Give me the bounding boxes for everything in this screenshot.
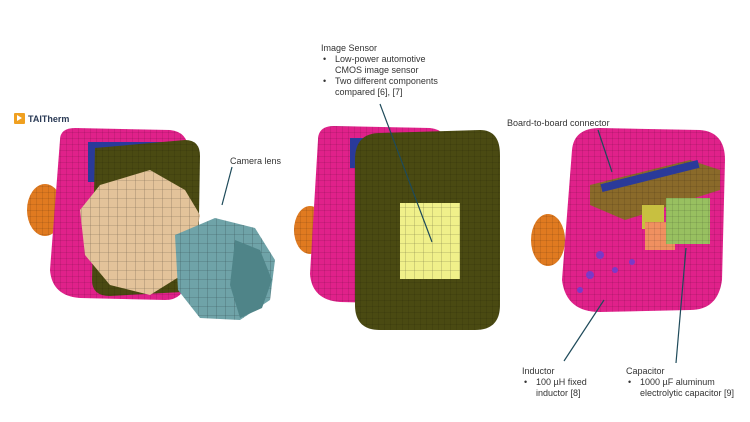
camera-model-image-sensor bbox=[294, 126, 500, 330]
board-connector-label: Board-to-board connector bbox=[507, 118, 610, 128]
capacitor-bullet: 1000 µF aluminum electrolytic capacitor … bbox=[626, 377, 750, 399]
capacitor-leader-line bbox=[675, 247, 687, 364]
camera-lens-leader-line bbox=[221, 166, 233, 206]
camera-lens-label: Camera lens bbox=[230, 156, 282, 166]
taitherm-logo-icon bbox=[14, 113, 25, 124]
connector-leader-line bbox=[597, 129, 613, 173]
inductor-bullet: 100 µH fixed inductor [8] bbox=[522, 377, 604, 399]
capacitor-title: Capacitor bbox=[626, 366, 665, 376]
inductor-title: Inductor bbox=[522, 366, 555, 376]
capacitor-label: Capacitor 1000 µF aluminum electrolytic … bbox=[626, 366, 750, 399]
image-sensor-bullet: Two different components compared [6], [… bbox=[321, 76, 460, 98]
image-sensor-leader-line bbox=[379, 103, 433, 243]
camera-model-pcb-components bbox=[531, 128, 725, 312]
image-sensor-label: Image Sensor Low-power automotive CMOS i… bbox=[321, 43, 481, 98]
logo-text: TAITherm bbox=[28, 113, 70, 124]
image-sensor-title: Image Sensor bbox=[321, 43, 378, 53]
inductor-label: Inductor 100 µH fixed inductor [8] bbox=[522, 366, 622, 399]
inductor-leader-line bbox=[563, 299, 605, 362]
image-sensor-bullet: Low-power automotive CMOS image sensor bbox=[321, 54, 445, 76]
taitherm-logo: TAITherm bbox=[14, 113, 69, 124]
camera-model-with-lens bbox=[27, 128, 275, 320]
